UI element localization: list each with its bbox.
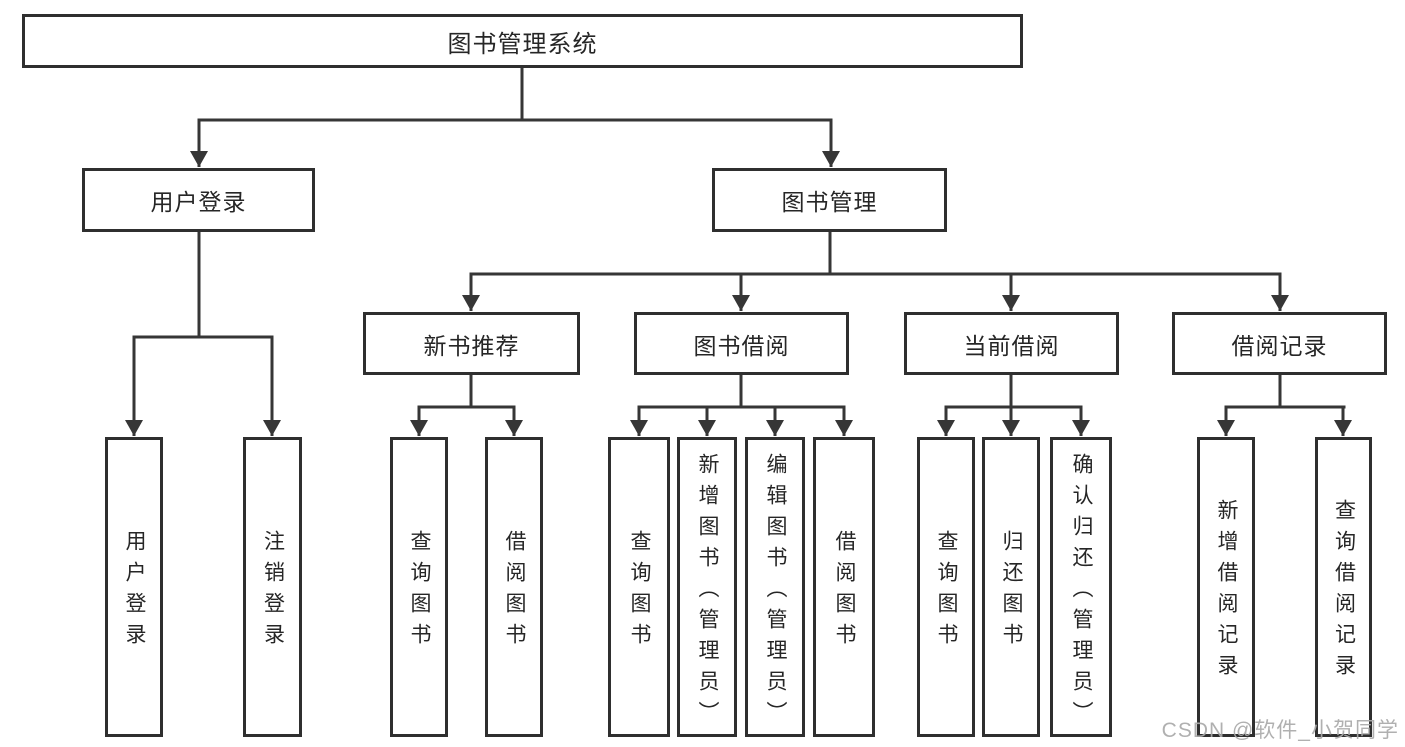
leaf-query-books-current: 查询图书 [917, 437, 975, 737]
leaf-add-books-admin: 新增图书（管理员） [677, 437, 737, 737]
leaf-logout: 注销登录 [243, 437, 302, 737]
leaf-query-borrow-record: 查询借阅记录 [1315, 437, 1372, 737]
leaf-confirm-return-admin: 确认归还（管理员） [1050, 437, 1112, 737]
node-label: 用户登录 [150, 189, 247, 215]
node-label: 查询图书 [408, 530, 431, 654]
node-label: 编辑图书（管理员） [764, 452, 787, 732]
node-label: 图书借阅 [693, 332, 790, 359]
node-label: 借阅图书 [833, 530, 856, 654]
node-label: 当前借阅 [963, 332, 1060, 359]
leaf-query-books-recommend: 查询图书 [390, 437, 448, 737]
csdn-watermark: CSDN @软件_小贺同学 [1161, 719, 1399, 742]
node-label: 查询借阅记录 [1332, 499, 1356, 685]
node-current-borrow: 当前借阅 [904, 312, 1119, 375]
node-label: 查询图书 [935, 530, 958, 654]
node-label: 新增图书（管理员） [696, 452, 719, 732]
node-label: 图书管理 [781, 189, 878, 215]
node-label: 确认归还（管理员） [1070, 452, 1093, 732]
node-book-borrow: 图书借阅 [634, 312, 849, 375]
node-root-library-system: 图书管理系统 [22, 14, 1023, 68]
node-book-management: 图书管理 [712, 168, 947, 232]
node-new-book-recommend: 新书推荐 [363, 312, 580, 375]
node-label: 查询图书 [628, 530, 651, 654]
leaf-borrow-books-recommend: 借阅图书 [485, 437, 543, 737]
leaf-borrow-books: 借阅图书 [813, 437, 875, 737]
leaf-add-borrow-record: 新增借阅记录 [1197, 437, 1255, 737]
node-label: 归还图书 [1000, 530, 1023, 654]
node-borrow-records: 借阅记录 [1172, 312, 1387, 375]
node-label: 借阅记录 [1231, 332, 1328, 359]
leaf-query-books-borrow: 查询图书 [608, 437, 670, 737]
node-label: 注销登录 [261, 530, 285, 654]
leaf-edit-books-admin: 编辑图书（管理员） [745, 437, 805, 737]
node-label: 用户登录 [123, 530, 146, 654]
node-label: 图书管理系统 [447, 30, 598, 58]
node-label: 新书推荐 [423, 332, 520, 359]
node-user-login: 用户登录 [82, 168, 315, 232]
leaf-user-login: 用户登录 [105, 437, 163, 737]
leaf-return-books: 归还图书 [982, 437, 1040, 737]
node-label: 新增借阅记录 [1215, 499, 1238, 685]
node-label: 借阅图书 [503, 530, 526, 654]
